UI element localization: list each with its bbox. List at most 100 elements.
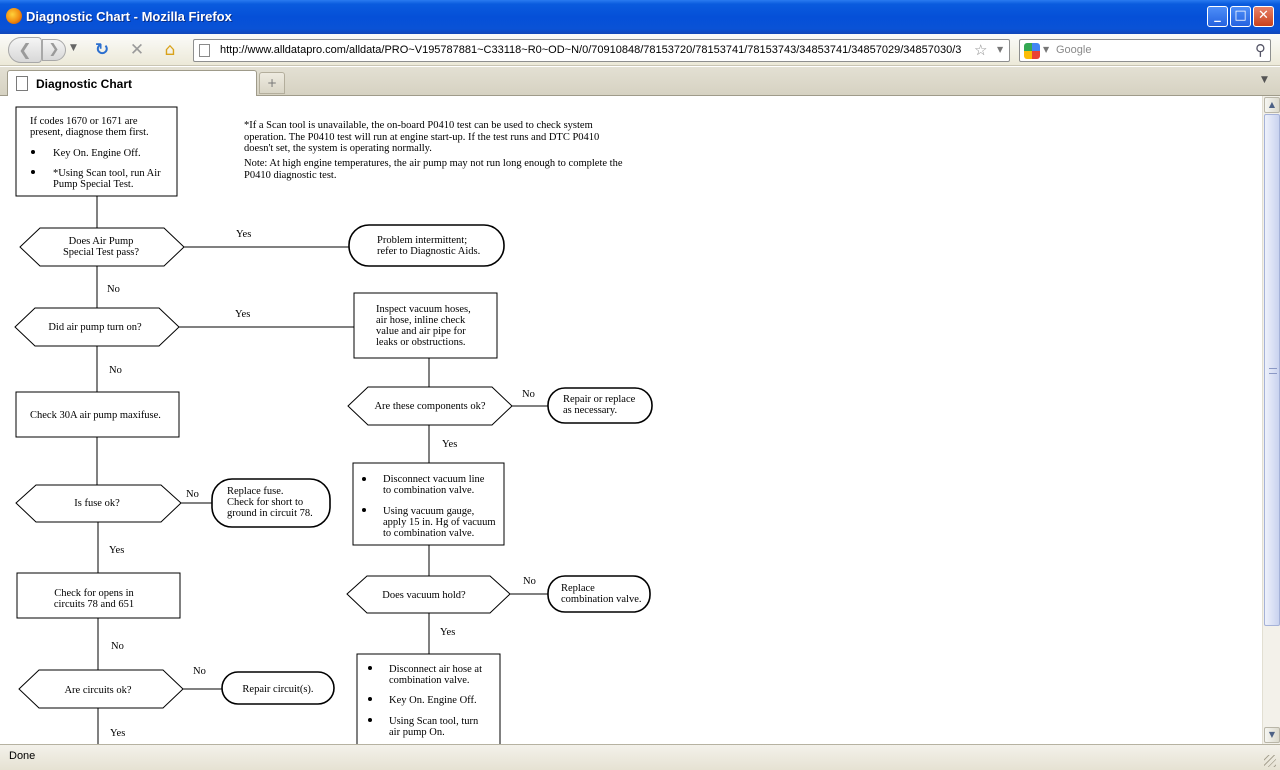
bullet — [368, 718, 372, 722]
decision-fuse-ok — [15, 484, 182, 523]
history-dropdown-icon[interactable]: ▼ — [70, 43, 77, 53]
box-text: air hose, inline check — [376, 315, 466, 326]
bullet — [362, 477, 366, 481]
no-label: No — [186, 489, 199, 500]
tab-diagnostic-chart[interactable]: Diagnostic Chart — [7, 70, 257, 96]
vertical-scrollbar[interactable]: ▲ ▼ — [1262, 96, 1280, 744]
url-text[interactable]: http://www.alldatapro.com/alldata/PRO~V1… — [220, 44, 962, 56]
tab-list-dropdown-icon[interactable]: ▼ — [1261, 75, 1268, 85]
decision-special-test — [19, 227, 185, 267]
bullet — [368, 666, 372, 670]
box-text: Check 30A air pump maxifuse. — [30, 410, 161, 421]
terminal-replace-valve — [547, 575, 651, 613]
bullet — [31, 170, 35, 174]
scrollbar-grip — [1269, 368, 1277, 374]
terminal-repair-circuits — [221, 671, 335, 705]
bullet — [31, 150, 35, 154]
box-text: air pump On. — [389, 727, 445, 738]
back-button[interactable]: ❮ — [8, 37, 42, 63]
terminal-replace-fuse — [211, 478, 331, 528]
window-title: Diagnostic Chart - Mozilla Firefox — [26, 9, 232, 24]
vacuum-test-box — [352, 462, 505, 546]
box-text: Using vacuum gauge, — [383, 506, 474, 517]
close-window-button[interactable]: ✕ — [1253, 6, 1274, 27]
stop-icon[interactable]: ✕ — [129, 40, 145, 60]
decision-text: Did air pump turn on? — [48, 322, 142, 333]
box-text: to combination valve. — [383, 485, 474, 496]
start-bullet-text: Pump Special Test. — [53, 179, 133, 190]
google-icon[interactable] — [1024, 43, 1040, 59]
check-opens-box — [16, 572, 181, 619]
resize-grip[interactable] — [1264, 755, 1276, 767]
box-text: to combination valve. — [383, 528, 474, 539]
no-label: No — [522, 389, 535, 400]
terminal-text: Repair or replace — [563, 394, 636, 405]
terminal-text: Replace fuse. — [227, 486, 284, 497]
tab-label: Diagnostic Chart — [36, 77, 133, 91]
yes-label: Yes — [236, 229, 251, 240]
search-engine-dropdown-icon[interactable]: ▼ — [1043, 45, 1050, 54]
reload-icon[interactable]: ↻ — [94, 40, 110, 60]
decision-vacuum-hold — [346, 575, 511, 614]
inspect-hoses-box — [353, 292, 498, 359]
search-input[interactable]: Google — [1056, 44, 1092, 56]
window-titlebar: Diagnostic Chart - Mozilla Firefox _ □ ✕ — [0, 0, 1280, 34]
note-line: operation. The P0410 test will run at en… — [244, 131, 600, 143]
bookmark-star-icon[interactable]: ☆ — [974, 41, 988, 59]
forward-button[interactable]: ❯ — [42, 39, 66, 61]
decision-text: Special Test pass? — [63, 247, 139, 258]
page-icon — [199, 44, 210, 57]
yes-label: Yes — [440, 627, 455, 638]
page-content: *If a Scan tool is unavailable, the on-b… — [0, 96, 1262, 744]
scroll-down-button[interactable]: ▼ — [1264, 727, 1280, 743]
scrollbar-thumb[interactable] — [1264, 114, 1280, 626]
start-bullet-text: Key On. Engine Off. — [53, 148, 141, 159]
decision-circuits-ok — [18, 669, 184, 709]
status-bar: Done — [0, 744, 1280, 770]
status-text: Done — [9, 750, 36, 762]
no-label: No — [109, 365, 122, 376]
check-maxifuse-box — [15, 391, 180, 438]
connector-lines — [96, 196, 548, 744]
terminal-text: Problem intermittent; — [377, 235, 467, 246]
scan-tool-note: *If a Scan tool is unavailable, the on-b… — [244, 120, 599, 155]
diagnostic-flowchart: If codes 1670 or 1671 are present, diagn… — [14, 106, 653, 744]
new-tab-button[interactable]: + — [259, 72, 285, 94]
terminal-text: Check for short to — [227, 497, 303, 508]
minimize-button[interactable]: _ — [1207, 6, 1228, 27]
no-label: No — [111, 641, 124, 652]
page-icon — [16, 76, 28, 91]
box-text: leaks or obstructions. — [376, 337, 466, 348]
home-icon[interactable]: ⌂ — [164, 40, 176, 60]
temperature-note: Note: At high engine temperatures, the a… — [244, 158, 623, 181]
note-line: Note: At high engine temperatures, the a… — [244, 158, 623, 169]
terminal-intermittent — [348, 224, 505, 267]
start-bullet-text: *Using Scan tool, run Air — [53, 168, 161, 179]
terminal-text: refer to Diagnostic Aids. — [377, 246, 480, 257]
decision-pump-on — [14, 307, 180, 347]
box-text: combination valve. — [389, 675, 469, 686]
box-text: apply 15 in. Hg of vacuum — [383, 517, 496, 528]
yes-label: Yes — [235, 309, 250, 320]
scroll-up-button[interactable]: ▲ — [1264, 97, 1280, 113]
maximize-button[interactable]: □ — [1230, 6, 1251, 27]
url-dropdown-icon[interactable]: ▼ — [997, 45, 1004, 54]
yes-label: Yes — [442, 439, 457, 450]
air-hose-box — [356, 653, 501, 744]
yes-label: Yes — [110, 728, 125, 739]
bullet — [362, 508, 366, 512]
terminal-text: combination valve. — [561, 594, 641, 605]
terminal-text: ground in circuit 78. — [227, 508, 313, 519]
search-bar[interactable]: ▼ Google ⚲ — [1019, 39, 1271, 62]
decision-text: Are these components ok? — [374, 401, 485, 412]
terminal-text: Repair circuit(s). — [242, 684, 313, 695]
navigation-toolbar: ❮ ❯ ▼ ↻ ✕ ⌂ http://www.alldatapro.com/al… — [0, 34, 1280, 66]
box-text: Check for opens in — [54, 588, 134, 599]
tab-strip: Diagnostic Chart + ▼ — [0, 67, 1280, 96]
search-icon[interactable]: ⚲ — [1255, 41, 1266, 59]
box-text: circuits 78 and 651 — [54, 599, 134, 610]
address-bar[interactable]: http://www.alldatapro.com/alldata/PRO~V1… — [193, 39, 1010, 62]
terminal-repair-replace — [547, 387, 653, 424]
box-text: Inspect vacuum hoses, — [376, 304, 471, 315]
start-text: If codes 1670 or 1671 are — [30, 116, 138, 127]
